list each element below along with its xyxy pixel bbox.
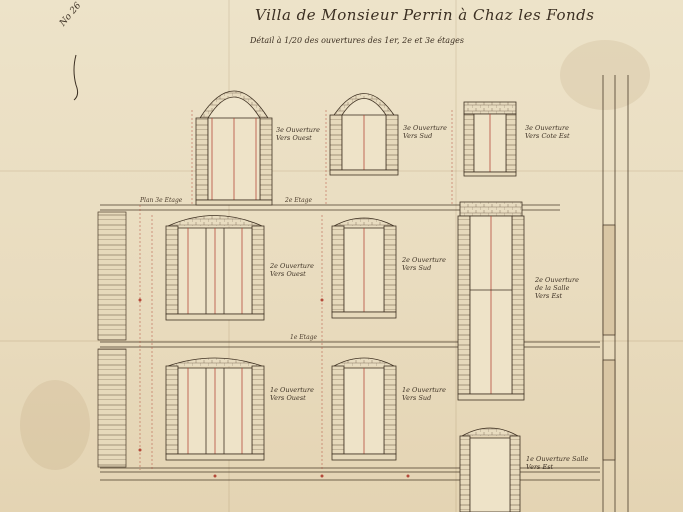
sheet-subtitle: Détail à 1/20 des ouvertures des 1er, 2e…	[250, 36, 465, 45]
label-line: 1e Ouverture	[270, 386, 314, 394]
label-line: de la Salle	[535, 284, 570, 292]
floor-1-label: 1e Etage	[290, 334, 318, 341]
window-bottom-center	[331, 357, 397, 461]
paper-fold	[455, 0, 457, 512]
window-middle-center	[331, 217, 397, 319]
label-line: Vers Ouest	[270, 270, 306, 278]
label-bottom-center: 1e Ouverture Vers Sud	[402, 386, 446, 402]
floor-3-label: Plan 3e Etage	[140, 197, 183, 204]
left-pilaster	[97, 211, 127, 341]
paper-stain	[560, 40, 650, 110]
window-bottom-left	[165, 357, 265, 461]
door-bottom-right	[459, 427, 521, 512]
label-line: Vers Sud	[403, 132, 433, 140]
label-line: Vers Ouest	[270, 394, 306, 402]
label-line: 1e Ouverture Salle	[526, 455, 589, 463]
label-line: 2e Ouverture	[535, 276, 579, 284]
label-bottom-right: 1e Ouverture Salle Vers Est	[526, 455, 588, 471]
window-middle-left	[165, 215, 265, 321]
label-middle-left: 2e Ouverture Vers Ouest	[270, 262, 314, 278]
label-top-right: 3e Ouverture Vers Cote Est	[525, 124, 570, 140]
window-top-left	[195, 90, 273, 206]
door-middle-right	[457, 201, 525, 401]
left-pilaster	[97, 348, 127, 468]
label-line: Vers Cote Est	[525, 132, 570, 140]
floor-2-label: 2e Etage	[285, 197, 313, 204]
sheet-title: Villa de Monsieur Perrin à Chaz les Fond…	[255, 6, 595, 24]
label-top-middle: 3e Ouverture Vers Sud	[403, 124, 447, 140]
label-line: Vers Ouest	[276, 134, 312, 142]
label-line: 3e Ouverture	[403, 124, 447, 132]
label-line: 1e Ouverture	[402, 386, 446, 394]
ink-flourish	[73, 54, 79, 101]
label-line: Vers Sud	[402, 264, 432, 272]
label-line: 3e Ouverture	[525, 124, 569, 132]
label-line: 2e Ouverture	[402, 256, 446, 264]
label-top-left: 3e Ouverture Vers Ouest	[276, 126, 320, 142]
label-line: Vers Est	[535, 292, 563, 300]
label-line: 3e Ouverture	[276, 126, 320, 134]
label-middle-center: 2e Ouverture Vers Sud	[402, 256, 446, 272]
window-top-middle	[329, 93, 399, 176]
label-middle-right: 2e Ouverture de la Salle Vers Est	[535, 276, 579, 300]
label-line: Vers Est	[526, 463, 554, 471]
window-top-right	[463, 101, 517, 177]
label-line: Vers Sud	[402, 394, 432, 402]
label-line: 2e Ouverture	[270, 262, 314, 270]
label-bottom-left: 1e Ouverture Vers Ouest	[270, 386, 314, 402]
paper-fold	[0, 340, 683, 342]
paper-stain	[20, 380, 90, 470]
